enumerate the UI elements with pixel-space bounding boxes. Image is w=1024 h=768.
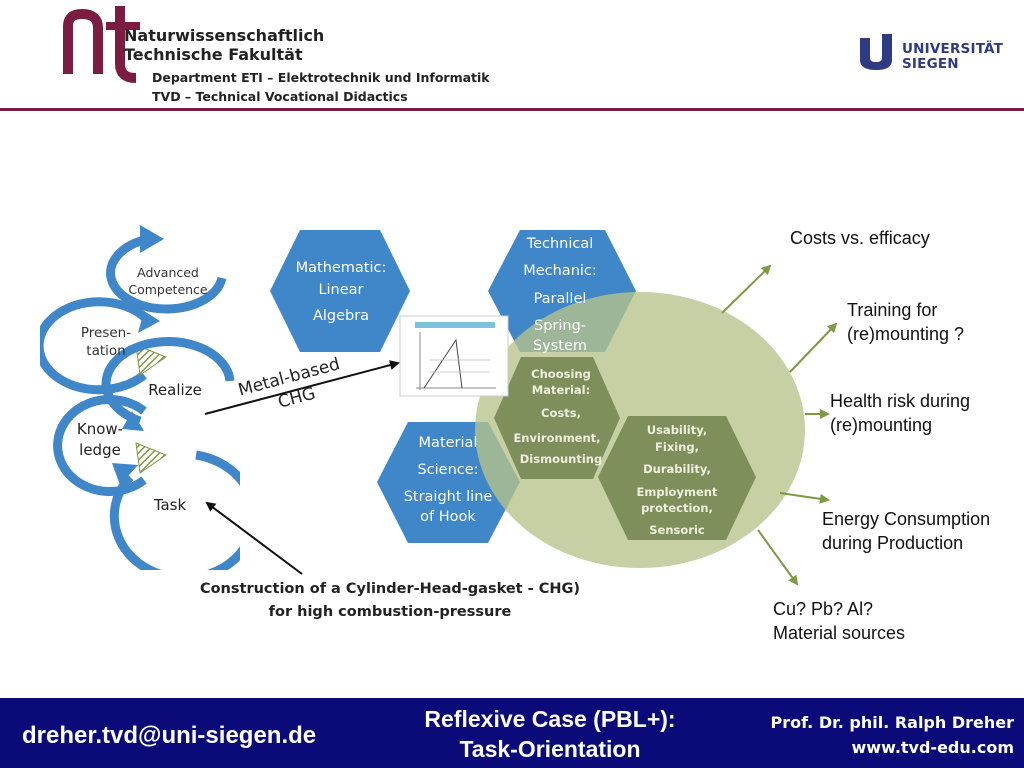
footer-title-line-2: Task-Orientation xyxy=(459,736,641,762)
choose-text-2: Material: xyxy=(532,383,590,397)
choose-text-5: Dismounting xyxy=(520,452,602,466)
advanced-label-2: Competence xyxy=(128,282,208,297)
footer-author: Prof. Dr. phil. Ralph Dreher www.tvd-edu… xyxy=(740,710,1014,760)
knowledge-label-2: ledge xyxy=(79,441,121,459)
note-training-line-2: (re)mounting ? xyxy=(847,324,965,344)
advanced-competence-ring xyxy=(106,225,227,314)
footer-title-line-1: Reflexive Case (PBL+): xyxy=(424,706,676,732)
department-line-1: Department ETI – Elektrotechnik und Info… xyxy=(152,70,490,85)
choose-text-1: Choosing xyxy=(531,367,591,381)
use-text-5: protection, xyxy=(641,501,713,515)
footer-website[interactable]: www.tvd-edu.com xyxy=(851,738,1015,757)
footer-email[interactable]: dreher.tvd@uni-siegen.de xyxy=(22,722,317,749)
presentation-label-1: Presen- xyxy=(81,325,131,341)
faculty-line-2: Technische Fakultät xyxy=(124,45,303,64)
knowledge-ring xyxy=(53,395,147,496)
arrow-costs xyxy=(721,264,772,314)
siegen-logo xyxy=(860,34,892,70)
arrow-energy xyxy=(779,492,830,504)
department-line-2: TVD – Technical Vocational Didactics xyxy=(152,89,408,104)
competence-cycle: Advanced Competence Presen- tation Reali… xyxy=(40,225,240,570)
use-text-6: Sensoric xyxy=(649,523,705,537)
note-costs-line: Costs vs. efficacy xyxy=(790,228,930,248)
note-energy-line-2: during Production xyxy=(822,533,964,553)
construction-line-1: Construction of a Cylinder-Head-gasket -… xyxy=(200,581,580,597)
note-training: Training for (re)mounting ? xyxy=(847,298,964,346)
arrow-training xyxy=(789,322,838,373)
hex-usability xyxy=(598,416,756,540)
task-ring xyxy=(109,450,240,570)
construction-line-2: for high combustion-pressure xyxy=(269,604,512,620)
footer-bar xyxy=(0,698,1024,768)
faculty-line-1: Naturwissenschaftlich xyxy=(124,26,325,45)
knowledge-label-1: Know- xyxy=(77,420,123,438)
math-text-2: Linear xyxy=(318,282,363,298)
mech-text-5: System xyxy=(533,338,587,354)
hatched-arrow-1 xyxy=(135,344,168,376)
realize-label: Realize xyxy=(148,381,202,399)
header-divider xyxy=(0,108,1024,111)
choose-text-4: Environment, xyxy=(513,431,600,445)
use-text-3: Durability, xyxy=(643,462,711,476)
faculty-logo-n xyxy=(63,8,103,74)
advanced-label-1: Advanced xyxy=(137,265,199,280)
use-text-2: Fixing, xyxy=(655,440,699,454)
faculty-logo-t xyxy=(115,6,137,83)
construction-arrow xyxy=(205,501,303,575)
mat-text-2: Science: xyxy=(417,462,478,478)
footer-title: Reflexive Case (PBL+): Task-Orientation xyxy=(400,704,700,764)
mat-text-3: Straight line xyxy=(404,489,493,505)
mech-text-1: Technical xyxy=(526,236,594,252)
faculty-logo xyxy=(63,6,140,83)
note-energy-line-1: Energy Consumption xyxy=(822,509,991,529)
mech-text-2: Mechanic: xyxy=(523,263,597,279)
note-energy: Energy Consumption during Production xyxy=(822,507,990,555)
note-training-line-1: Training for xyxy=(847,300,938,320)
chg-graph-thumbnail xyxy=(399,315,509,397)
university-line-1: UNIVERSITÄT xyxy=(902,41,1004,57)
university-name: UNIVERSITÄT SIEGEN xyxy=(902,42,1003,72)
note-costs: Costs vs. efficacy xyxy=(790,226,930,250)
department-name: Department ETI – Elektrotechnik und Info… xyxy=(152,68,490,106)
hex-choosing-material xyxy=(494,357,620,479)
arrow-materials xyxy=(757,529,799,586)
note-health-line-1: Health risk during xyxy=(830,391,971,411)
math-text-3: Algebra xyxy=(313,308,369,324)
note-materials: Cu? Pb? Al? Material sources xyxy=(773,597,905,645)
main-diagram: Mathematic: Linear Algebra Technical Mec… xyxy=(200,230,838,620)
hatched-arrow-2 xyxy=(135,442,168,474)
faculty-name: Naturwissenschaftlich Technische Fakultä… xyxy=(124,26,324,64)
choose-text-3: Costs, xyxy=(541,406,581,420)
math-text-1: Mathematic: xyxy=(296,260,387,276)
mech-text-4: Spring- xyxy=(534,318,586,334)
mat-text-1: Material xyxy=(419,435,478,451)
mech-text-3: Parallel xyxy=(534,291,587,307)
footer-author-name: Prof. Dr. phil. Ralph Dreher xyxy=(770,713,1014,732)
note-health: Health risk during (re)mounting xyxy=(830,389,970,437)
university-line-2: SIEGEN xyxy=(902,56,959,72)
presentation-label-2: tation xyxy=(86,343,125,359)
hex-mathematic xyxy=(270,230,410,352)
note-materials-line-1: Cu? Pb? Al? xyxy=(773,599,874,619)
metal-based-arrow xyxy=(204,360,400,415)
use-text-1: Usability, xyxy=(647,423,707,437)
use-text-4: Employment xyxy=(637,485,718,499)
mat-text-4: of Hook xyxy=(420,509,476,525)
note-materials-line-2: Material sources xyxy=(773,623,906,643)
task-label: Task xyxy=(153,496,187,514)
note-health-line-2: (re)mounting xyxy=(830,415,933,435)
